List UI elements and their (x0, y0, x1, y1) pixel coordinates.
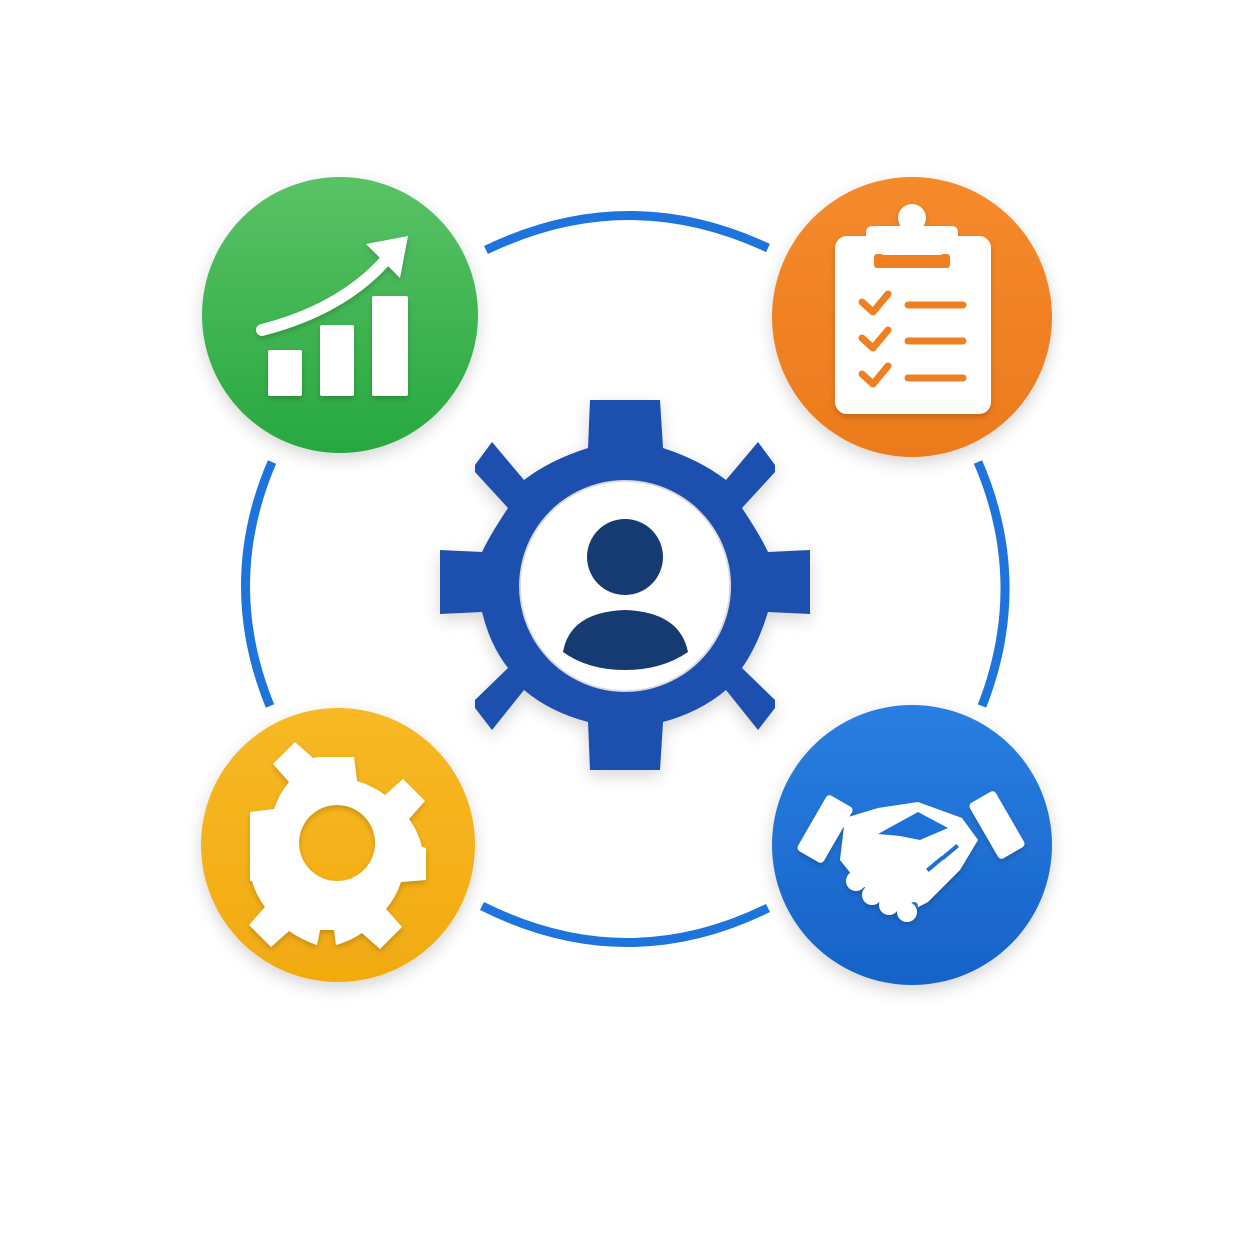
ring-arc-right (973, 460, 1010, 708)
node-growth (202, 177, 478, 453)
ring-arc-bottom (479, 901, 770, 947)
clipboard-checklist-icon (835, 204, 991, 414)
person-head (587, 519, 663, 595)
node-settings (201, 708, 475, 982)
ring-arc-top (484, 211, 770, 255)
node-partnership (772, 705, 1052, 985)
center-gear-icon (440, 400, 810, 770)
ring-arc-left (241, 460, 277, 708)
node-tasks (772, 177, 1052, 457)
central-user-gear-icon (440, 400, 810, 770)
bar-chart-growth-icon (256, 236, 408, 396)
person-body (563, 610, 688, 670)
handshake-icon (797, 791, 1025, 922)
connection-ring (241, 211, 1010, 947)
gear-icon (249, 742, 426, 949)
node-growth-circle (202, 177, 478, 453)
